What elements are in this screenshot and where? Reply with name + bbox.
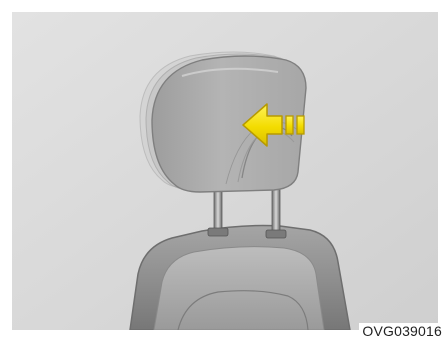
headrest-illustration (12, 12, 438, 330)
figure-code: OVG039016 (359, 323, 442, 339)
seat-back-icon (130, 226, 350, 330)
